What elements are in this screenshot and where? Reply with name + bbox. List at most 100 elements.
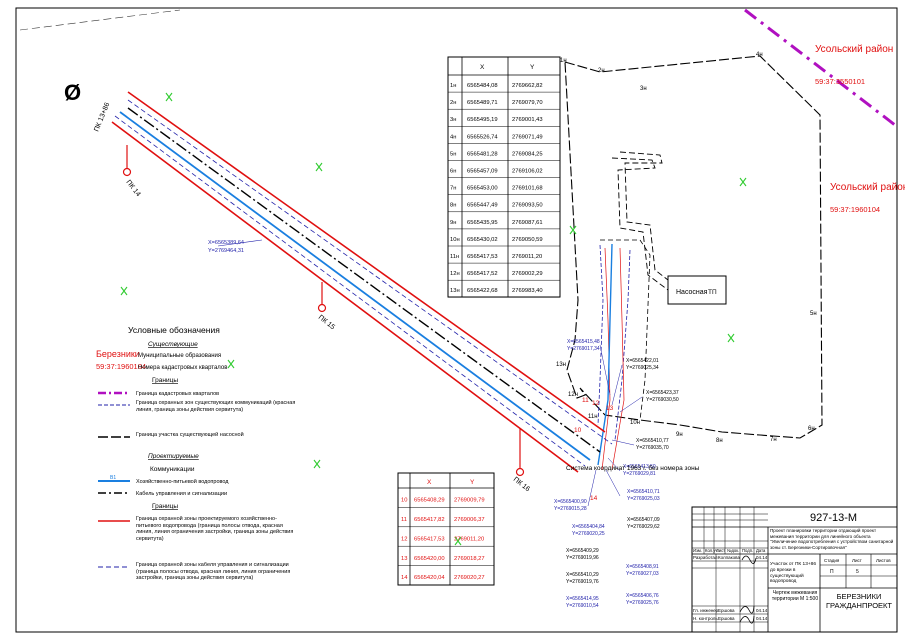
sheet-frame bbox=[15, 7, 898, 633]
date-2: 04.14 bbox=[756, 608, 768, 613]
water-main-line bbox=[119, 111, 591, 461]
callout-5-x: X=6565410,77 bbox=[636, 438, 669, 444]
table-cell: 10 bbox=[401, 498, 407, 504]
picket-marker-14 bbox=[122, 145, 132, 177]
table-cell: 2769093,50 bbox=[512, 203, 543, 209]
callout-14-x: X=6565414,95 bbox=[566, 596, 599, 602]
existing-pipe-3 bbox=[600, 239, 651, 421]
legend-text-water-zone-wrap: Граница охранной зоны проектируемого хоз… bbox=[136, 516, 293, 542]
table-cell: 12 bbox=[401, 536, 407, 542]
legend: Условные обозначения Существующие Березн… bbox=[96, 325, 295, 581]
legend-text-cadastre: Номера кадастровых кварталов bbox=[138, 365, 227, 371]
zone-point-label: 10 bbox=[574, 427, 582, 434]
sheet-title-wrap: Чертеж межевания территории М 1:500 bbox=[772, 590, 818, 602]
company-wrap: БЕРЕЗНИКИ ГРАЖДАНПРОЕКТ bbox=[826, 592, 892, 610]
callout-15-y: Y=2769025,76 bbox=[626, 600, 659, 606]
table-cell: 6565430,02 bbox=[467, 237, 498, 243]
picket-marker-15 bbox=[317, 282, 327, 313]
date-1: 04.14 bbox=[756, 555, 768, 560]
callout-10-y: Y=2769020,25 bbox=[572, 531, 605, 537]
signature-3 bbox=[739, 615, 755, 624]
legend-text-pump-plot-wrap: Граница участка существующей насосной bbox=[136, 432, 244, 438]
callout-3-x: X=6565422,01 bbox=[626, 358, 659, 364]
legend-boundaries2-header: Границы bbox=[152, 503, 178, 510]
point-label: 4н bbox=[756, 52, 763, 58]
date-3: 04.14 bbox=[756, 616, 768, 621]
legend-title: Условные обозначения bbox=[128, 325, 220, 335]
existing-red-line-2 bbox=[611, 247, 625, 471]
callout-10-x: X=6565404,84 bbox=[572, 524, 605, 530]
callout-14-y: Y=2769010,54 bbox=[566, 603, 599, 609]
title-code: 927-13-М bbox=[810, 512, 857, 524]
sheets-header: Листов bbox=[876, 558, 891, 563]
table-cell: 11н bbox=[450, 254, 459, 260]
table-cell: 3н bbox=[450, 117, 456, 123]
table-cell: 2769011,20 bbox=[512, 254, 542, 260]
table-cell: 2769084,25 bbox=[512, 151, 543, 157]
table-cell: 2н bbox=[450, 100, 456, 106]
picket-label-15: ПК 15 bbox=[317, 314, 336, 331]
table-cell: 2769071,49 bbox=[512, 134, 543, 140]
coord-table-main-header-y: Y bbox=[530, 64, 535, 71]
callout-9-y: Y=2769015,28 bbox=[554, 506, 587, 512]
callout-11-y: Y=2769019,96 bbox=[566, 555, 599, 561]
table-cell: 6565489,71 bbox=[467, 100, 498, 106]
sheet-header: Лист bbox=[852, 558, 862, 563]
callout-9-x: X=6565400,90 bbox=[554, 499, 587, 505]
callout-8-x: X=6565407,09 bbox=[627, 517, 660, 523]
title-block: 927-13-М Проект планировки территории от… bbox=[691, 506, 898, 633]
callout-4-x: X=6565423,37 bbox=[646, 390, 679, 396]
vegetation-markers bbox=[120, 92, 747, 546]
callout-1-y: Y=2769464,31 bbox=[208, 248, 244, 254]
table-cell: 4н bbox=[450, 134, 456, 140]
point-label: 11н bbox=[588, 414, 598, 420]
table-cell: 2769006,37 bbox=[454, 517, 485, 523]
table-cell: 6565417,53 bbox=[414, 536, 445, 542]
zone-boundary-red-lower bbox=[111, 121, 579, 473]
callout-15-x: X=6565406,76 bbox=[626, 593, 659, 599]
north-arrow-icon: Ø bbox=[64, 80, 81, 105]
table-cell: 6565447,49 bbox=[467, 203, 498, 209]
callout-2-x: X=6565415,48 bbox=[567, 339, 600, 345]
coordinate-system-note: Система координат 1963 г. без номера зон… bbox=[566, 464, 700, 472]
point-label: 13н bbox=[556, 362, 566, 368]
legend-text-cable-zone: Граница охранной зоны кабеля управления … bbox=[136, 562, 291, 581]
chief-engineer-name: Ершова bbox=[718, 608, 735, 613]
callout-7-y: Y=2769025,03 bbox=[627, 496, 660, 502]
legend-text-pump-plot: Граница участка существующей насосной bbox=[136, 432, 244, 438]
point-label: 1н bbox=[560, 58, 567, 64]
table-cell: 2769011,20 bbox=[454, 536, 484, 542]
existing-zone-2 bbox=[614, 249, 631, 441]
table-cell: 6565484,08 bbox=[467, 83, 498, 89]
norm-control-label: Н. контроль bbox=[693, 616, 718, 621]
control-cable-line bbox=[127, 107, 601, 453]
legend-text-cable: Кабель управления и сигнализации bbox=[136, 491, 227, 497]
point-label: 5н bbox=[810, 311, 817, 317]
cadastre-number-1: 59:37:3550101 bbox=[815, 77, 865, 86]
table-cell: 2769101,68 bbox=[512, 186, 543, 192]
table-cell: 10н bbox=[450, 237, 460, 243]
designed-pipe-branch bbox=[597, 243, 613, 466]
header-col-label: №док. bbox=[727, 548, 739, 553]
table-cell: 2769662,82 bbox=[512, 83, 543, 89]
legend-communications-header: Коммуникации bbox=[150, 466, 195, 473]
legend-sample-municipality: Березники bbox=[96, 349, 140, 359]
table-cell: 2769079,70 bbox=[512, 100, 543, 106]
callout-4-y: Y=2769030,50 bbox=[646, 397, 679, 403]
existing-pipe-2 bbox=[611, 157, 669, 291]
legend-text-water: Хозяйственно-питьевой водопровод bbox=[136, 478, 229, 485]
table-cell: 6565420,04 bbox=[414, 575, 445, 581]
table-cell: 2769002,29 bbox=[512, 271, 543, 277]
section-title: Участок от ПК 13+86 до врезки в существу… bbox=[770, 562, 816, 585]
zone-point-label: 14 bbox=[590, 495, 598, 502]
picket-label-14: ПК 14 bbox=[124, 179, 141, 198]
callout-leaders bbox=[587, 344, 643, 507]
callout-8-y: Y=2769029,62 bbox=[627, 524, 660, 530]
table-cell: 6565420,00 bbox=[414, 556, 445, 562]
stage-value: П bbox=[830, 569, 834, 575]
existing-zone-1 bbox=[597, 244, 604, 426]
legend-text-cadastral: Граница кадастровых кварталов bbox=[136, 391, 219, 397]
table-cell: 13н bbox=[450, 288, 460, 294]
